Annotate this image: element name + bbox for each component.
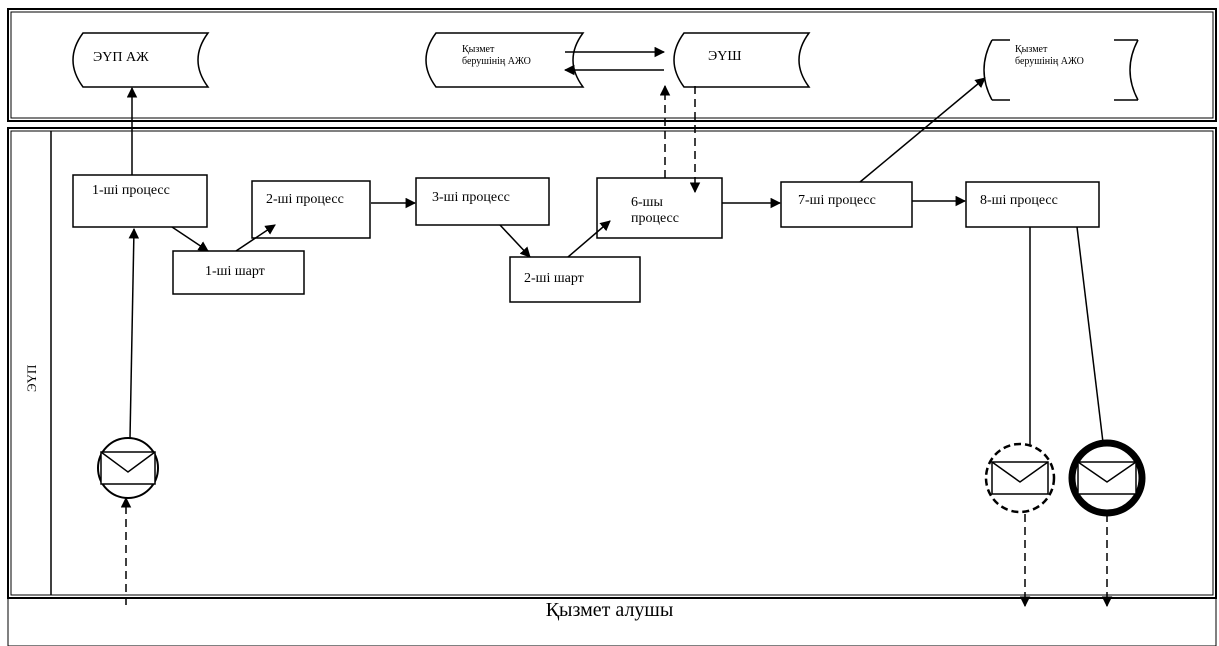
recipient-lane [7, 597, 1217, 646]
process-3-label: 3-ші процесс [432, 190, 510, 205]
process-2-box [251, 180, 371, 239]
top-pool [7, 8, 1217, 122]
process-1-label: 1-ші процесс [92, 183, 170, 198]
provider-azho-right-store [983, 39, 1139, 101]
process-8-label: 8-ші процесс [980, 193, 1058, 208]
eup-azh-store [72, 32, 210, 88]
process-1-box [72, 174, 208, 228]
provider-azho-left-store [425, 32, 585, 88]
process-7-label: 7-ші процесс [798, 193, 876, 208]
process-2-label: 2-ші процесс [266, 192, 344, 207]
condition-1-box [172, 250, 305, 295]
intermediate-message-event [984, 442, 1056, 514]
eup-lane-label: ЭҮП [24, 364, 39, 392]
end-message-event [1068, 439, 1146, 517]
condition-2-box [509, 256, 641, 303]
eush-label: ЭҮШ [708, 49, 742, 64]
condition-2-label: 2-ші шарт [524, 271, 584, 286]
provider-azho-right-label: Қызмет берушінің АЖО [1015, 44, 1084, 67]
eush-store [673, 32, 811, 88]
provider-azho-left-label: Қызмет берушінің АЖО [462, 44, 531, 67]
process-6-label: 6-шы процесс [631, 195, 679, 226]
service-recipient-lane-label: Қызмет алушы [545, 599, 674, 621]
eup-azh-label: ЭҮП АЖ [93, 50, 149, 65]
condition-1-label: 1-ші шарт [205, 264, 265, 279]
start-message-event [97, 437, 159, 499]
process-6-box [596, 177, 723, 239]
